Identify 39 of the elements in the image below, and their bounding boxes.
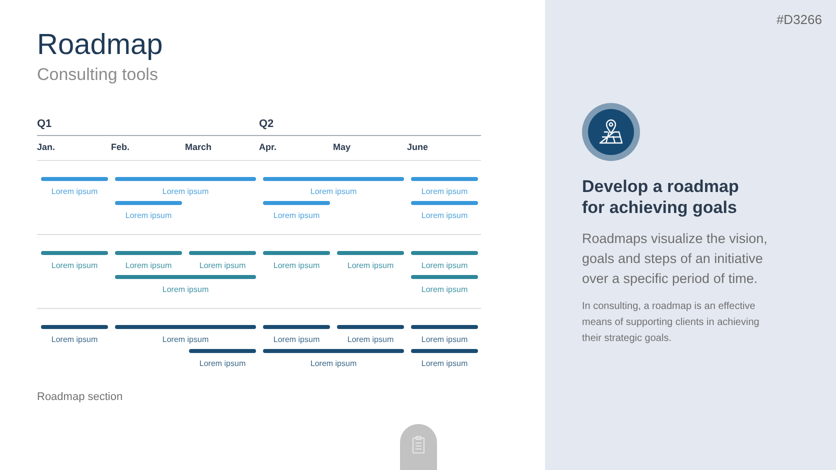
panel-note: In consulting, a roadmap is an effective means of supporting clients in achieving their strategic goals. xyxy=(582,300,760,346)
bar-label: Lorem ipsum xyxy=(421,211,468,221)
month-label: May xyxy=(333,142,351,153)
bar-label: Lorem ipsum xyxy=(421,285,468,295)
slide-title: Roadmap xyxy=(37,28,163,62)
quarter-label: Q1 xyxy=(37,118,52,131)
bar-label: Lorem ipsum xyxy=(51,261,98,271)
bar-label: Lorem ipsum xyxy=(125,261,172,271)
bar-label: Lorem ipsum xyxy=(273,261,320,271)
month-label: June xyxy=(407,142,428,153)
subtitle: Consulting tools xyxy=(37,65,158,85)
bar-label: Lorem ipsum xyxy=(273,211,320,221)
info-panel xyxy=(545,0,836,470)
panel-text: Roadmaps visualize the vision, goals and steps of an initiative over a specific period of time. xyxy=(582,230,768,288)
bar-label: Lorem ipsum xyxy=(310,187,357,197)
section-note: Roadmap section xyxy=(37,391,123,404)
bar-label: Lorem ipsum xyxy=(421,359,468,369)
bar-label: Lorem ipsum xyxy=(421,187,468,197)
bar-label: Lorem ipsum xyxy=(273,335,320,345)
bar-label: Lorem ipsum xyxy=(347,261,394,271)
bar-label: Lorem ipsum xyxy=(51,335,98,345)
bar-label: Lorem ipsum xyxy=(125,211,172,221)
month-label: March xyxy=(185,142,212,153)
bar-label: Lorem ipsum xyxy=(51,187,98,197)
bar-label: Lorem ipsum xyxy=(162,285,209,295)
bar-label: Lorem ipsum xyxy=(199,359,246,369)
bar-label: Lorem ipsum xyxy=(421,335,468,345)
bar-label: Lorem ipsum xyxy=(421,261,468,271)
month-label: Jan. xyxy=(37,142,56,153)
slide-id: #D3266 xyxy=(776,12,822,28)
bar-label: Lorem ipsum xyxy=(310,359,357,369)
bar-label: Lorem ipsum xyxy=(199,261,246,271)
panel-heading: Develop a roadmap for achieving goals xyxy=(582,176,740,218)
bar-label: Lorem ipsum xyxy=(162,335,209,345)
bar-label: Lorem ipsum xyxy=(162,187,209,197)
bar-label: Lorem ipsum xyxy=(347,335,394,345)
month-label: Feb. xyxy=(111,142,130,153)
quarter-label: Q2 xyxy=(259,118,274,131)
month-label: Apr. xyxy=(259,142,277,153)
